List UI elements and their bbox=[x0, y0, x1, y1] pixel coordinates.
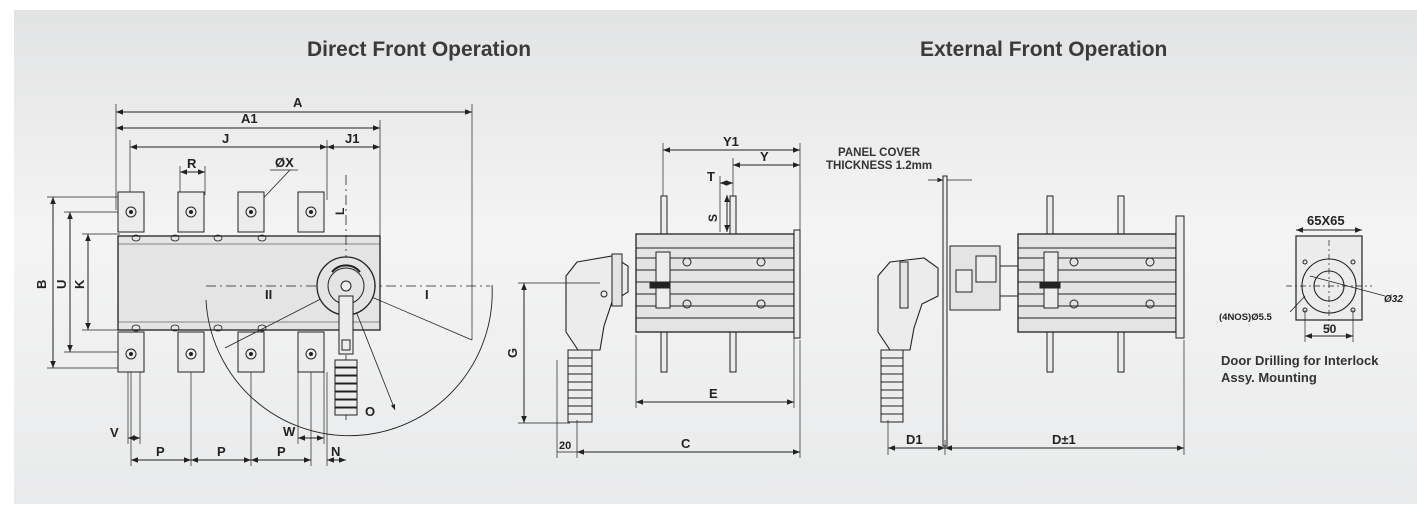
label-b: B bbox=[34, 280, 49, 289]
label-l: L bbox=[333, 208, 347, 215]
panel-cover bbox=[942, 175, 948, 447]
door-note-line2: Assy. Mounting bbox=[1221, 370, 1317, 385]
label-d1: D1 bbox=[906, 432, 923, 447]
label-g: G bbox=[505, 348, 520, 358]
label-j1: J1 bbox=[345, 131, 359, 146]
label-50: 50 bbox=[1323, 322, 1337, 336]
door-drilling-note: Door Drilling for Interlock Assy. Mounti… bbox=[1221, 352, 1378, 386]
label-r: R bbox=[187, 156, 197, 171]
label-t: T bbox=[707, 169, 715, 184]
bottom-terminal-holes bbox=[125, 348, 317, 360]
label-p2: P bbox=[217, 444, 226, 459]
side-view-external bbox=[877, 175, 1185, 455]
panel-cover-line2: THICKNESS 1.2mm bbox=[826, 160, 933, 172]
label-e: E bbox=[709, 386, 718, 401]
label-4nos: (4NOS)Ø5.5 bbox=[1219, 312, 1273, 323]
heading-external-front-operation: External Front Operation bbox=[920, 38, 1168, 61]
label-dpm1: D±1 bbox=[1052, 432, 1076, 447]
door-note-line1: Door Drilling for Interlock bbox=[1221, 353, 1379, 368]
top-terminal-holes bbox=[125, 206, 317, 218]
label-s: S bbox=[706, 214, 720, 222]
label-u: U bbox=[54, 280, 69, 289]
handle-swing-arc bbox=[205, 284, 493, 437]
door-drilling bbox=[1286, 227, 1386, 342]
label-20: 20 bbox=[559, 440, 571, 452]
label-j: J bbox=[222, 131, 229, 146]
label-a: A bbox=[293, 95, 303, 110]
panel-cover-line1: PANEL COVER bbox=[838, 147, 921, 159]
handle-grip bbox=[334, 359, 358, 416]
label-i: I bbox=[425, 287, 429, 302]
front-view bbox=[47, 104, 493, 466]
label-w: W bbox=[283, 424, 296, 439]
panel-cover-note: PANEL COVER THICKNESS 1.2mm bbox=[826, 147, 932, 173]
bottom-terminals bbox=[117, 331, 325, 373]
label-65x65: 65X65 bbox=[1307, 213, 1345, 228]
side-view-direct bbox=[518, 143, 801, 458]
label-n: N bbox=[331, 444, 340, 459]
label-ii: II bbox=[265, 287, 272, 302]
label-k: K bbox=[72, 279, 87, 289]
label-o32: Ø32 bbox=[1384, 294, 1403, 305]
label-a1: A1 bbox=[241, 111, 258, 126]
top-terminals bbox=[117, 191, 325, 233]
label-o: O bbox=[365, 404, 375, 419]
label-ox: ØX bbox=[275, 155, 294, 170]
label-v: V bbox=[110, 425, 119, 440]
label-p3: P bbox=[277, 444, 286, 459]
label-c: C bbox=[681, 436, 691, 451]
label-y: Y bbox=[760, 149, 769, 164]
label-p1: P bbox=[156, 444, 165, 459]
label-y1: Y1 bbox=[723, 134, 739, 149]
heading-direct-front-operation: Direct Front Operation bbox=[307, 38, 532, 61]
